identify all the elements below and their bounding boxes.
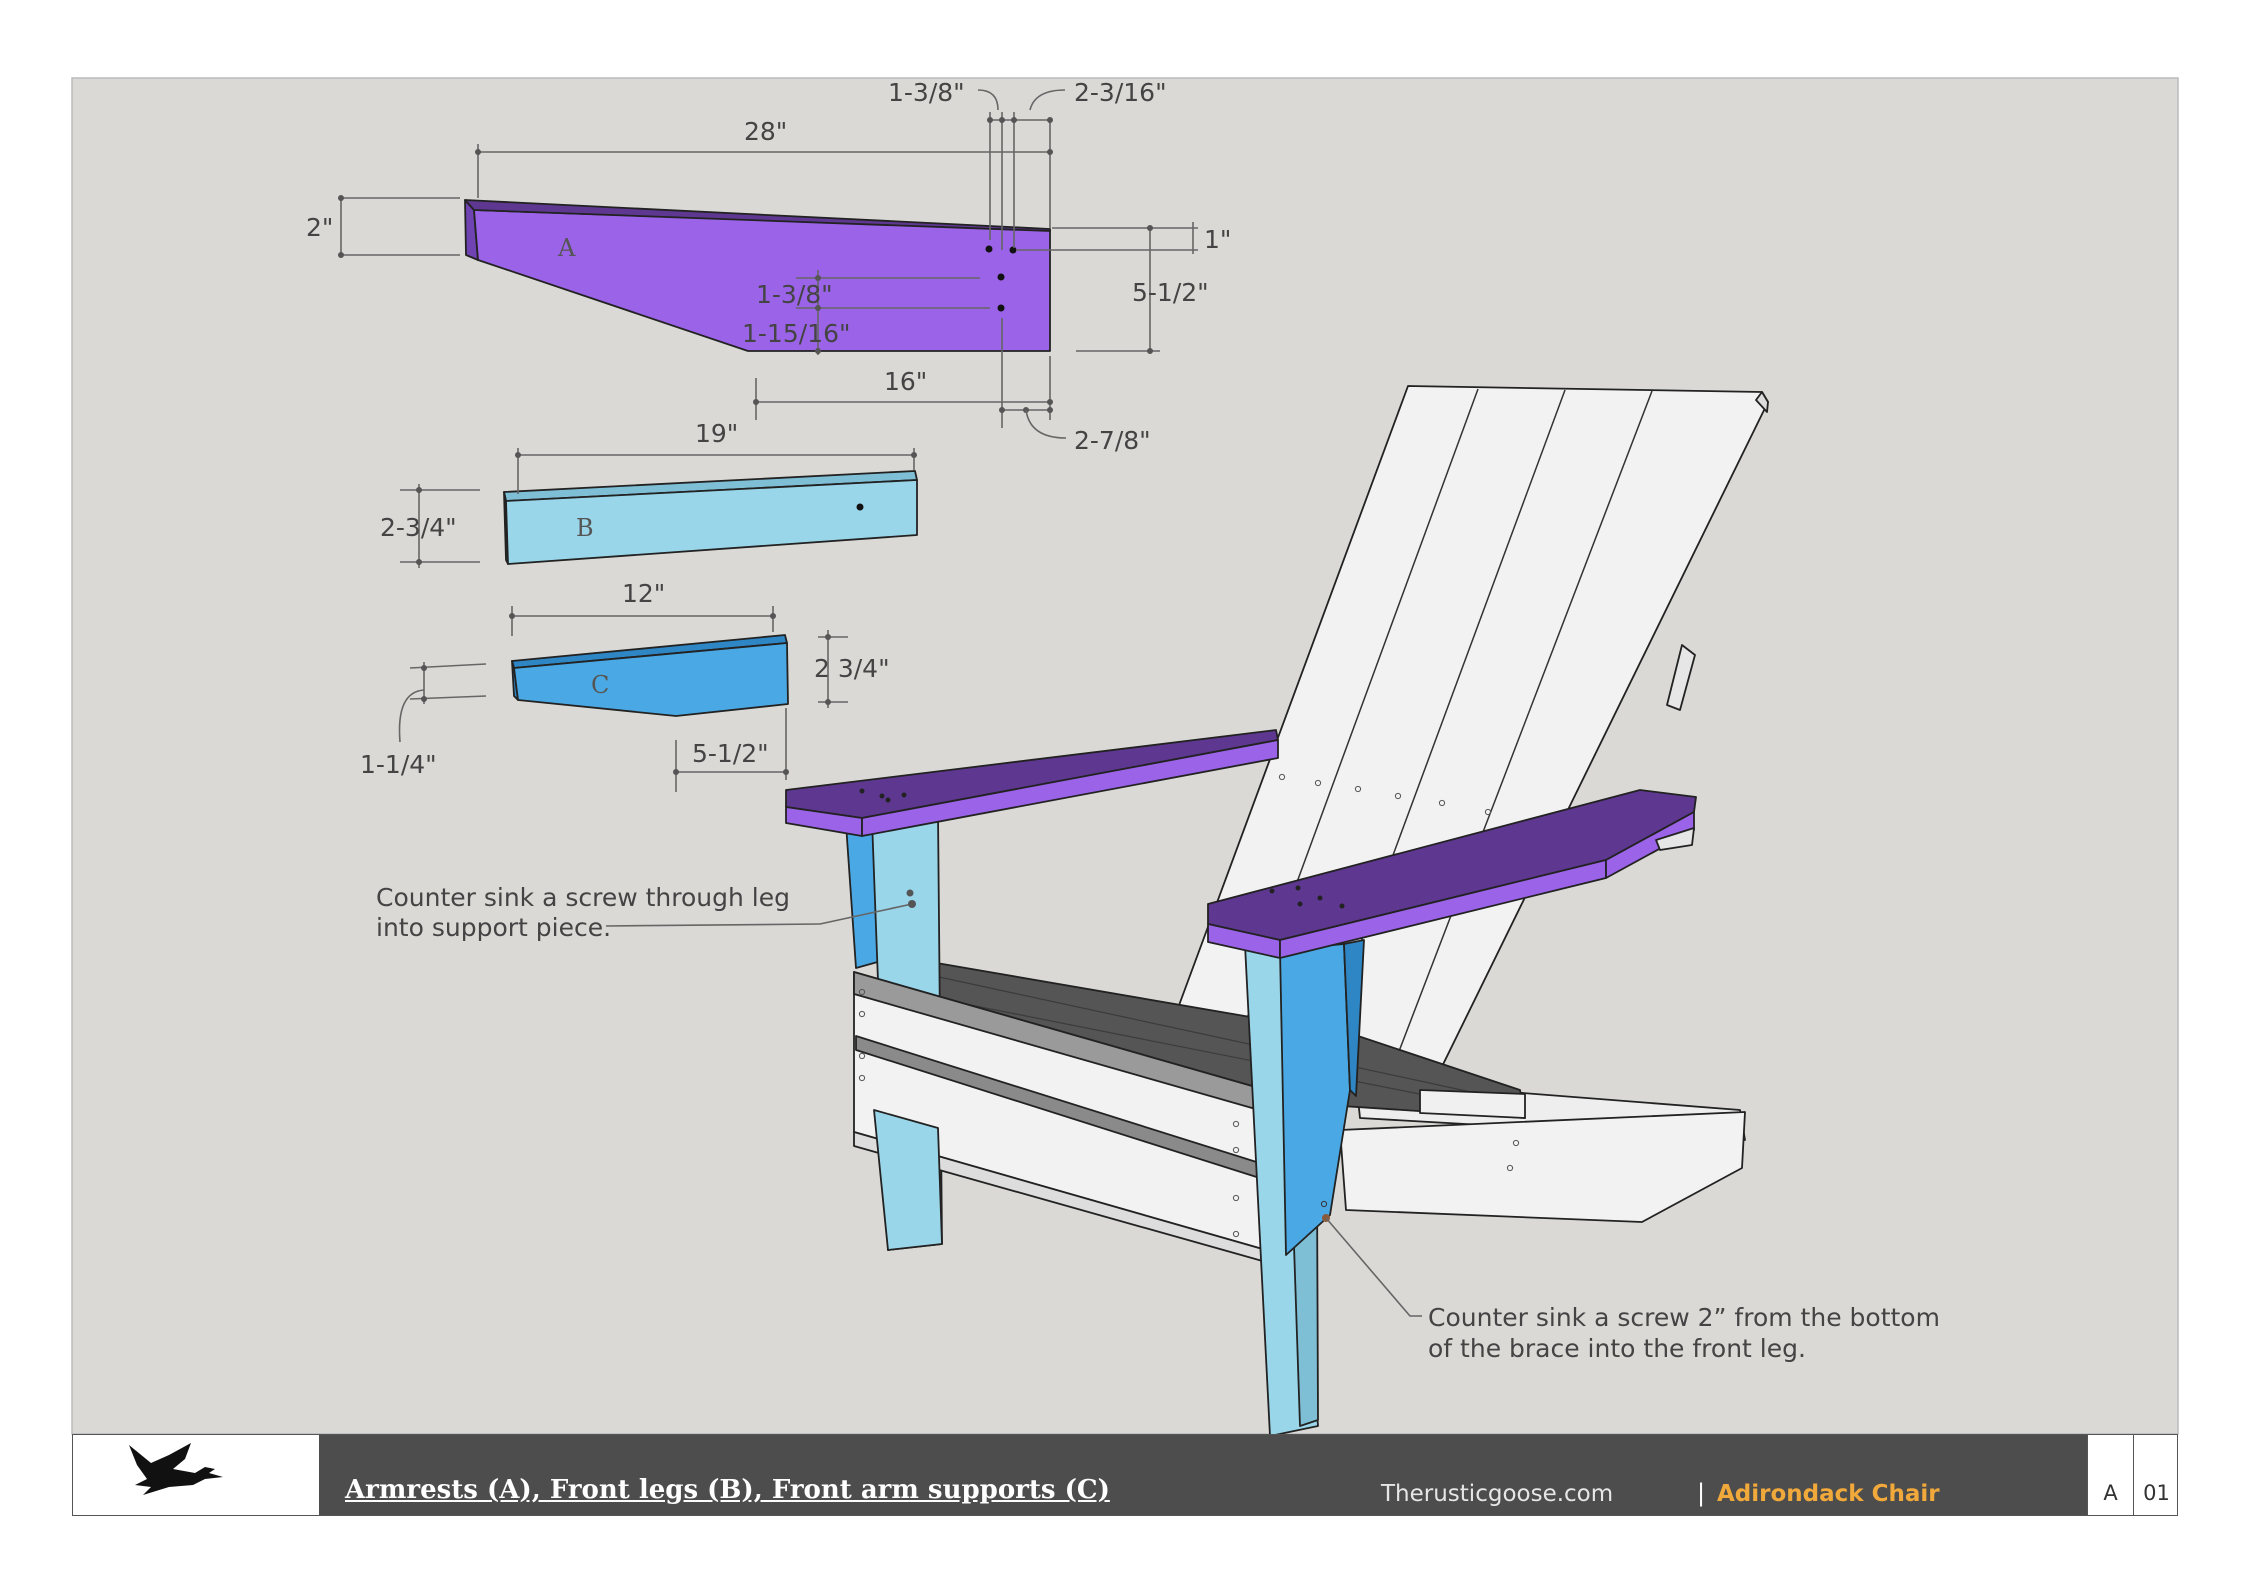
part-b-front-leg: B — [503, 470, 918, 565]
note-brace-screw-line2: of the brace into the front leg. — [1428, 1334, 1806, 1363]
part-c-arm-support: C — [511, 634, 789, 717]
dim-a-length: 28" — [744, 117, 787, 146]
assembled-chair — [785, 385, 1769, 1437]
note-leg-screw-line1: Counter sink a screw through leg — [376, 883, 790, 912]
leader-lines — [605, 900, 1422, 1317]
sheet-letter: A — [2103, 1481, 2118, 1505]
dim-a-bottom-right: 2-7/8" — [1074, 426, 1151, 455]
dim-a-height: 2" — [306, 213, 333, 242]
sheet-number: 01 — [2143, 1481, 2170, 1505]
dim-c-length: 12" — [622, 579, 665, 608]
part-a-armrest: A — [464, 199, 1051, 352]
site-name: Therusticgoose.com — [1381, 1481, 1614, 1507]
dim-c-bottom: 5-1/2" — [692, 739, 769, 768]
dim-c-height: 2 3/4" — [814, 654, 890, 683]
part-a-label: A — [557, 234, 576, 262]
logo-cell — [73, 1435, 319, 1515]
title-block: Armrests (A), Front legs (B), Front arm … — [72, 1434, 2178, 1516]
sheet-title: Armrests (A), Front legs (B), Front arm … — [345, 1475, 1110, 1505]
part-c-dimensions: 12" 2 3/4" 1-1/4" 5-1/2" — [360, 579, 890, 792]
dim-b-height: 2-3/4" — [380, 513, 457, 542]
part-c-label: C — [591, 671, 609, 699]
sheet-number-cell: 01 — [2133, 1435, 2179, 1515]
title-band: Armrests (A), Front legs (B), Front arm … — [319, 1435, 2087, 1515]
sheet-letter-cell: A — [2087, 1435, 2133, 1515]
dim-a-depth: 5-1/2" — [1132, 278, 1209, 307]
part-b-dimensions: 19" 2-3/4" — [380, 419, 917, 568]
dim-c-end: 1-1/4" — [360, 750, 437, 779]
dim-a-top-right: 2-3/16" — [1074, 78, 1167, 107]
dim-a-hole-spacing-1: 1-3/8" — [756, 280, 833, 309]
note-leg-screw-line2: into support piece. — [376, 913, 611, 942]
dim-a-top-left: 1-3/8" — [888, 78, 965, 107]
dim-b-length: 19" — [695, 419, 738, 448]
goose-silhouette-icon — [129, 1443, 223, 1495]
note-brace-screw-line1: Counter sink a screw 2” from the bottom — [1428, 1303, 1940, 1332]
dim-a-hole-spacing-2: 1-15/16" — [742, 319, 850, 348]
dim-a-flat: 16" — [884, 367, 927, 396]
dim-a-notch: 1" — [1204, 225, 1231, 254]
project-name: Adirondack Chair — [1717, 1481, 1940, 1507]
part-a-dimensions: 28" 2" 1-3/8" 2-3/16" 1" 5-1/2" 1-3/8" 1… — [306, 78, 1231, 455]
part-b-label: B — [576, 514, 594, 542]
title-separator: | — [1697, 1479, 1706, 1507]
